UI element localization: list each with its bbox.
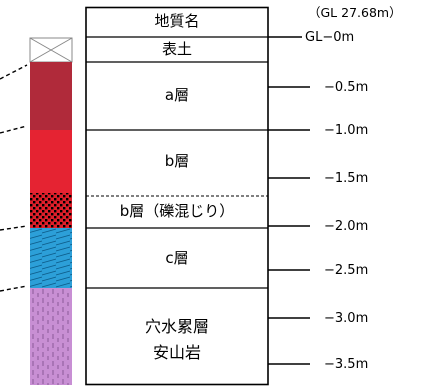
leader-line-4 (0, 285, 28, 292)
depth-ticks (268, 36, 310, 365)
column-layer-a (30, 62, 72, 130)
depth-label-2-5m: −2.5m (324, 263, 369, 278)
depth-label-3-5m: −3.5m (324, 357, 369, 372)
depth-label-0-5m: −0.5m (324, 80, 369, 95)
depth-label-3-0m: −3.0m (324, 311, 369, 326)
boring-column (29, 37, 73, 385)
ground-level-label: （GL 27.68m） (308, 5, 402, 20)
depth-label-1-5m: −1.5m (324, 171, 369, 186)
leader-line-1 (0, 64, 28, 80)
depth-label-1-0m: −1.0m (324, 123, 369, 138)
layer-name-b: b層 (164, 152, 190, 170)
layer-name-andesite-2: 安山岩 (152, 343, 201, 362)
column-layer-b (30, 130, 72, 193)
depth-label-2-0m: −2.0m (324, 219, 369, 234)
layer-name-topsoil: 表土 (161, 40, 192, 58)
column-layer-andesite (30, 288, 72, 385)
column-layer-b-gravel (30, 193, 72, 228)
column-layer-c (30, 228, 72, 288)
leader-line-2 (0, 125, 28, 134)
column-title: 地質名 (154, 12, 200, 30)
leader-lines (0, 64, 28, 292)
column-topsoil (29, 37, 73, 63)
layer-name-a: a層 (164, 86, 190, 104)
layer-name-b-gravel: b層（礫混じり） (119, 202, 235, 220)
layer-table (85, 6, 269, 386)
layer-name-andesite-1: 穴水累層 (144, 317, 209, 336)
depth-label-0m: GL−0m (305, 30, 355, 45)
leader-line-3 (0, 225, 28, 231)
layer-name-c: c層 (165, 249, 189, 267)
